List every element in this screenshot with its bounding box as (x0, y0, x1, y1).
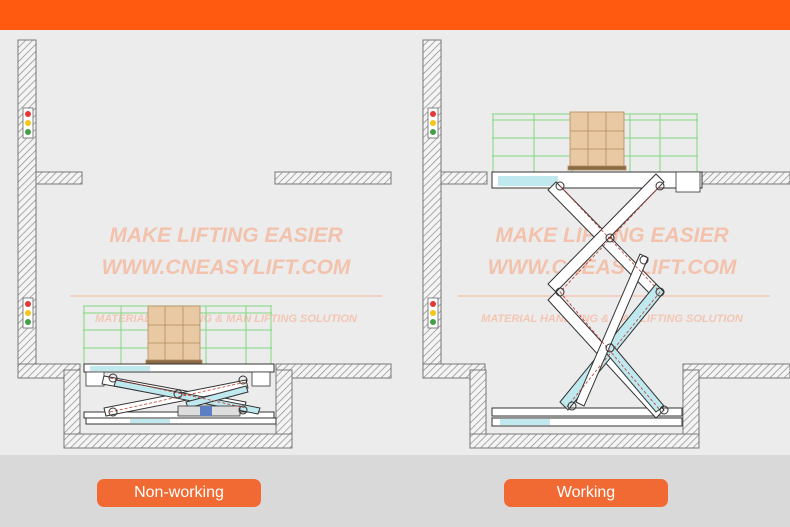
pivot-joints (108, 373, 248, 417)
hydraulic-cylinder (177, 405, 241, 417)
working-scene (422, 39, 790, 449)
watermark-left: MAKE LIFTING EASIER WWW.CNEASYLIFT.COM M… (70, 224, 382, 325)
platform-raised (491, 171, 703, 193)
watermark-tagline: MATERIAL HANDLING & MAN LIFTING SOLUTION (95, 313, 358, 325)
non-working-scene (17, 39, 392, 449)
signal-light-lower (427, 297, 439, 329)
lift-comparison-diagram: MAKE LIFTING EASIER WWW.CNEASYLIFT.COM M… (17, 39, 790, 449)
signal-light-upper (22, 107, 34, 139)
cargo-boxes (567, 111, 627, 171)
cargo-boxes (145, 305, 203, 365)
watermark-url: WWW.CNEASYLIFT.COM (102, 256, 351, 279)
label-strip: Non-working Working (0, 455, 790, 527)
label-working: Working (504, 479, 668, 507)
signal-light-lower (22, 297, 34, 329)
watermark-url: WWW.CNEASYLIFT.COM (488, 256, 737, 279)
building-structure (422, 39, 790, 449)
signal-light-upper (427, 107, 439, 139)
scissor-red-guides (109, 377, 247, 413)
scissor-red-guides (559, 185, 661, 411)
watermark-title: MAKE LIFTING EASIER (109, 224, 343, 247)
building-structure (17, 39, 392, 449)
label-non-working: Non-working (97, 479, 261, 507)
watermark-title: MAKE LIFTING EASIER (495, 224, 729, 247)
top-accent-bar (0, 0, 790, 30)
base-frame (491, 407, 683, 427)
pivot-joints (555, 181, 669, 415)
